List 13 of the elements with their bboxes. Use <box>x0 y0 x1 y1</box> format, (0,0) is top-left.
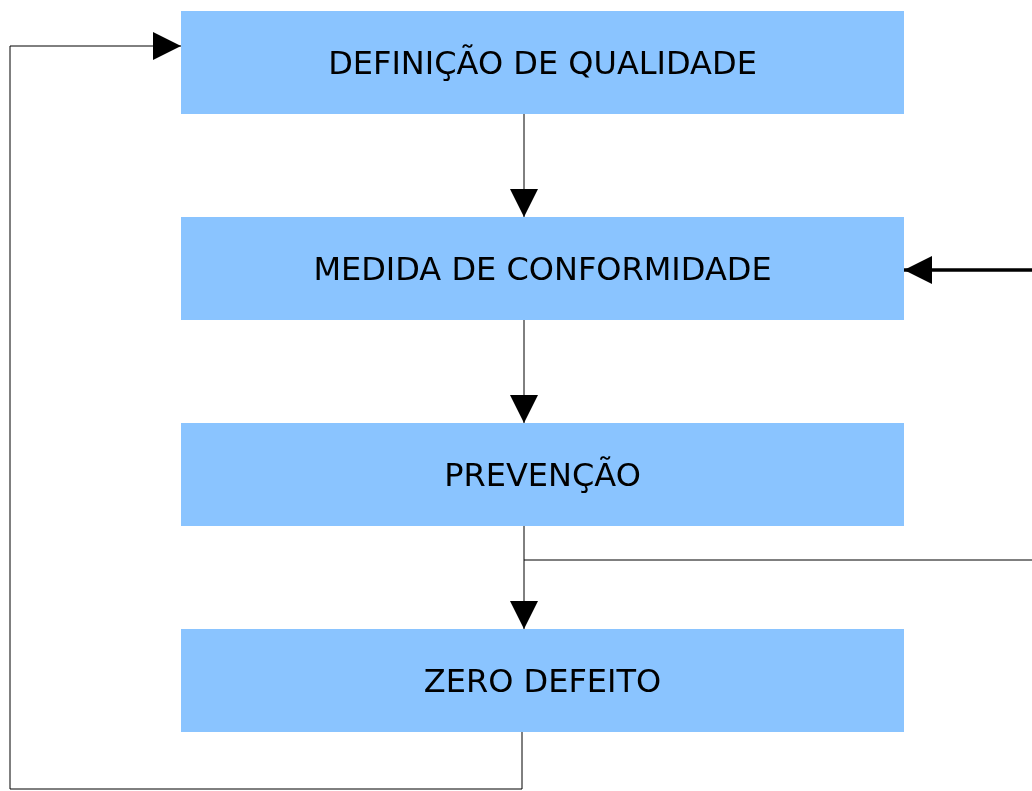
arrow <box>510 113 538 218</box>
process-box <box>181 217 904 320</box>
box-label: PREVENÇÃO <box>444 455 641 494</box>
process-box <box>181 629 904 732</box>
box-label: MEDIDA DE CONFORMIDADE <box>313 249 772 288</box>
arrow <box>510 319 538 424</box>
process-box <box>181 11 904 114</box>
arrow <box>510 525 538 630</box>
box-label: DEFINIÇÃO DE QUALIDADE <box>328 43 757 82</box>
process-box <box>181 423 904 526</box>
arrow <box>9 32 523 790</box>
box-label: ZERO DEFEITO <box>423 661 662 700</box>
arrow <box>904 256 1032 284</box>
